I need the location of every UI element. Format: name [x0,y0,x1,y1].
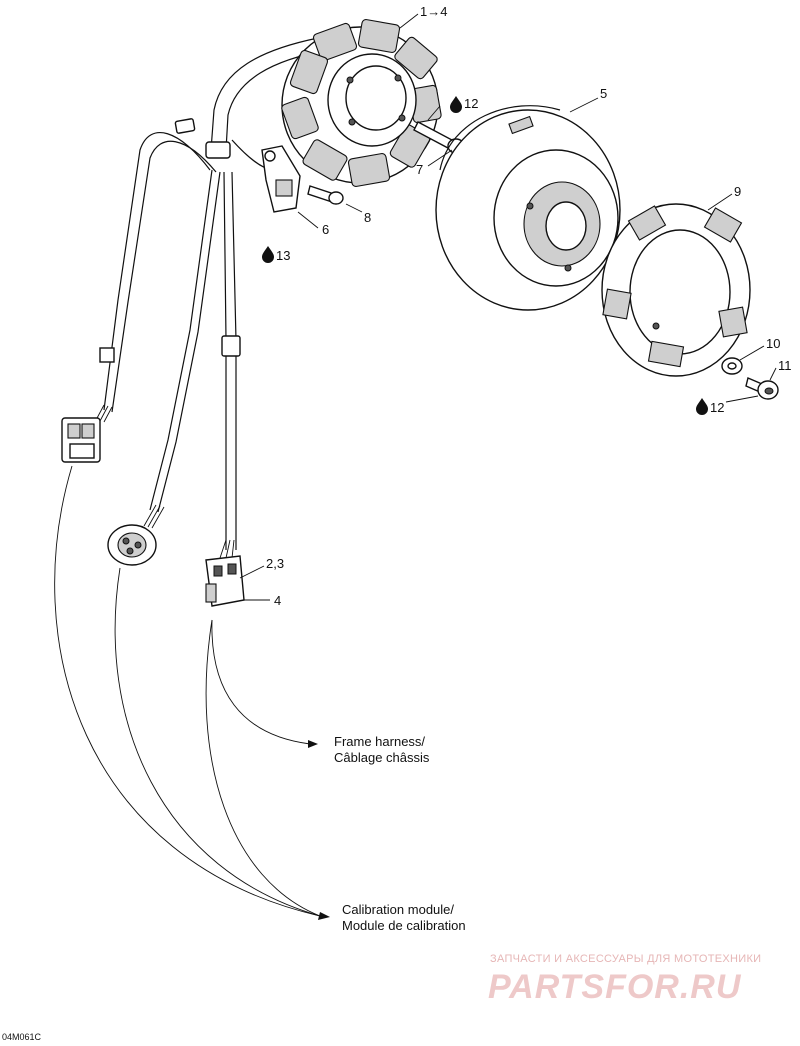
callout-11: 11 [778,358,792,373]
watermark-brand: PARTSFOR.RU [488,968,742,1006]
harness-connector-round [107,524,157,566]
callout-10: 10 [766,336,780,351]
cable-sheath-clamp [205,141,231,159]
callout-9: 9 [734,184,741,199]
washer-part-10 [721,357,743,375]
stator-assembly [281,18,442,188]
callout-4: 4 [274,593,281,608]
oil-drop-icon [262,246,274,263]
flywheel-ring [601,203,751,377]
screw-part-8 [307,185,344,205]
callout-12-bottom: 12 [710,400,724,415]
bolt-part-11 [745,377,779,400]
callout-parts-1-to-4: 1→4 [420,4,447,19]
callout-13: 13 [276,248,290,263]
note-frame-harness-en: Frame harness/ [334,734,425,749]
callout-6: 6 [322,222,329,237]
watermark-tagline: ЗАПЧАСТИ И АКСЕССУАРЫ ДЛЯ МОТОТЕХНИКИ [490,953,761,965]
leader-lines [54,13,777,917]
note-calibration-module-en: Calibration module/ [342,902,454,917]
harness-connector-right [205,555,245,607]
trigger-coil-bracket [261,145,301,213]
callout-12-top: 12 [464,96,478,111]
oil-drop-icon [450,96,462,113]
drawing-code: 04M061C [2,1032,42,1042]
arrowhead [308,740,318,748]
callout-7: 7 [416,162,423,177]
cable-tie [174,118,196,134]
arrowhead [318,912,330,920]
flywheel-rotor [435,105,621,311]
callout-2-3: 2,3 [266,556,284,571]
wiring-harness [95,37,329,559]
harness-connector-left [61,417,101,463]
callout-5: 5 [600,86,607,101]
note-calibration-module-fr: Module de calibration [342,918,466,933]
cable-boot [221,335,241,357]
callout-8: 8 [364,210,371,225]
cable-boot [99,347,115,363]
oil-drop-icon [696,398,708,415]
note-frame-harness-fr: Câblage châssis [334,750,430,765]
